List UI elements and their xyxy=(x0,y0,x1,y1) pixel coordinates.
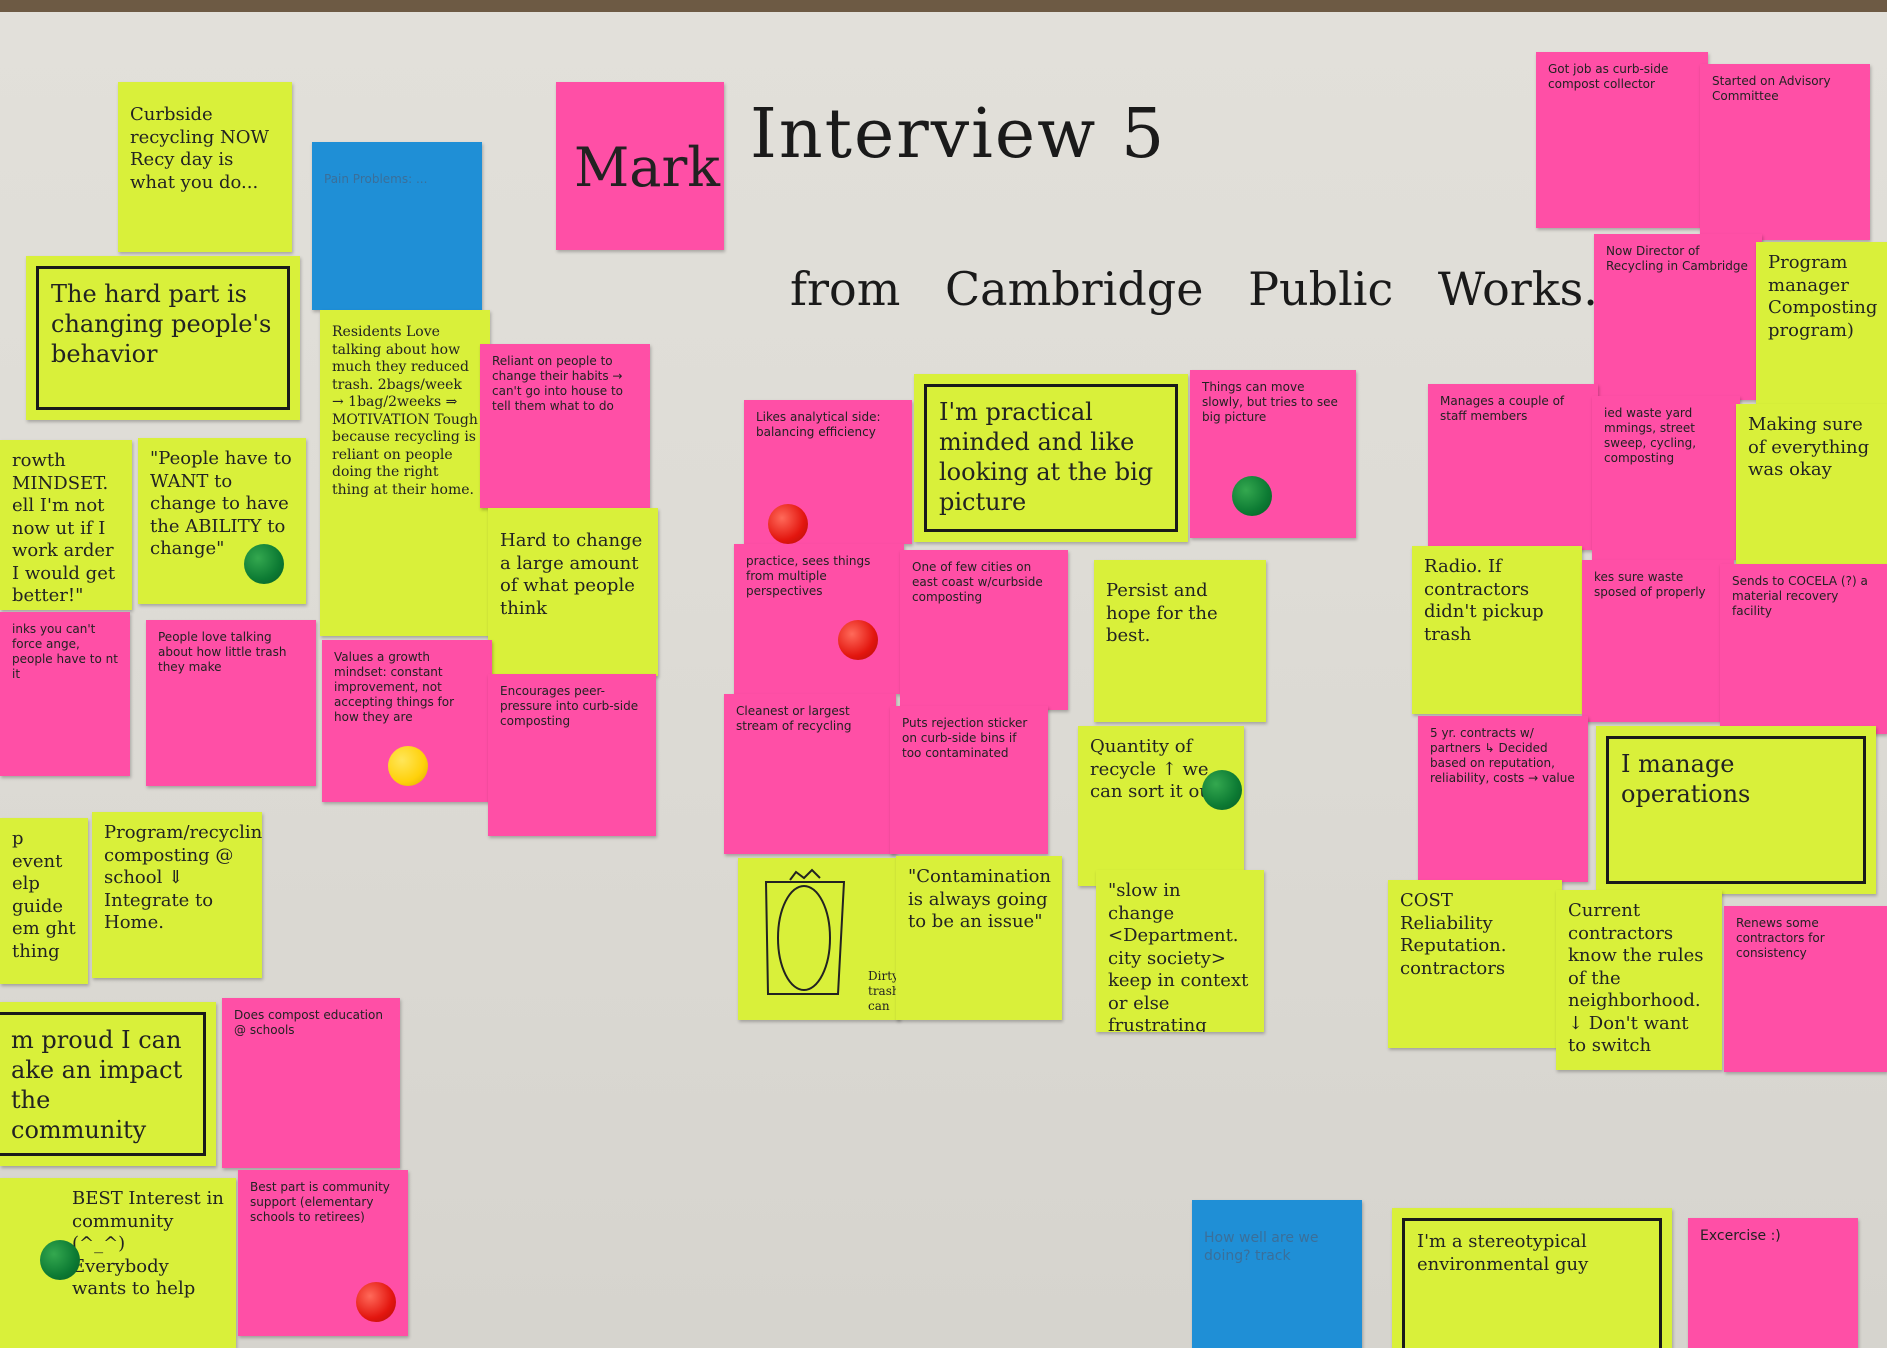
note-excercise: Excercise :) xyxy=(1688,1218,1858,1348)
name-note-text: Mark xyxy=(574,136,721,199)
note-values-growth-text: Values a growth mindset: constant improv… xyxy=(334,650,455,724)
red-dot xyxy=(768,504,808,544)
note-started-advisory: Started on Advisory Committee xyxy=(1700,64,1870,240)
note-practical-text: I'm practical minded and like looking at… xyxy=(924,384,1178,532)
note-values-growth: Values a growth mindset: constant improv… xyxy=(322,640,492,802)
note-practice-sees-text: practice, sees things from multiple pers… xyxy=(746,554,871,598)
note-encourages: Encourages peer-pressure into curb-side … xyxy=(488,674,656,836)
trash-can-drawing xyxy=(764,868,846,995)
note-contamination: "Contamination is always going to be an … xyxy=(896,856,1062,1020)
note-best-text: BEST Interest in community (^_^) Everybo… xyxy=(72,1188,224,1299)
note-likes-analytical: Likes analytical side: balancing efficie… xyxy=(744,400,912,544)
board-subtitle: from Cambridge Public Works... xyxy=(790,262,1628,316)
note-radio: Radio. If contractors didn't pickup tras… xyxy=(1412,546,1582,714)
note-hard-part: The hard part is changing people's behav… xyxy=(26,256,300,420)
note-persist: Persist and hope for the best. xyxy=(1094,560,1266,722)
note-people-love: People love talking about how little tra… xyxy=(146,620,316,786)
note-sends-cocela: Sends to COCELA (?) a material recovery … xyxy=(1720,564,1887,734)
note-hard-part-text: The hard part is changing people's behav… xyxy=(36,266,290,410)
note-best: BEST Interest in community (^_^) Everybo… xyxy=(0,1178,236,1348)
note-renews: Renews some contractors for consistency xyxy=(1724,906,1887,1072)
note-event: p event elp guide em ght thing xyxy=(0,818,88,984)
note-quantity: Quantity of recycle ↑ we can sort it out… xyxy=(1078,726,1244,886)
note-growth: rowth MINDSET. ell I'm not now ut if I w… xyxy=(0,440,132,610)
board-top-edge xyxy=(0,0,1887,12)
note-waste-disposed: kes sure waste sposed of properly xyxy=(1582,560,1734,722)
note-manage-ops-text: I manage operations xyxy=(1606,736,1866,884)
note-practical: I'm practical minded and like looking at… xyxy=(914,374,1188,542)
note-now-director: Now Director of Recycling in Cambridge xyxy=(1594,234,1762,400)
note-making-sure: Making sure of everything was okay xyxy=(1736,404,1887,568)
name-note: Mark xyxy=(556,82,724,250)
red-dot xyxy=(356,1282,396,1322)
yellow-dot xyxy=(388,746,428,786)
red-dot xyxy=(838,620,878,660)
green-dot xyxy=(1202,770,1242,810)
note-proud-text: m proud I can ake an impact the communit… xyxy=(0,1012,206,1156)
note-current-contractors: Current contractors know the rules of th… xyxy=(1556,890,1722,1070)
note-cost: COST Reliability Reputation. contractors xyxy=(1388,880,1562,1048)
note-yard-waste: ied waste yard mmings, street sweep, cyc… xyxy=(1592,396,1740,560)
note-curbside: Curbside recycling NOW Recy day is what … xyxy=(118,82,292,252)
note-best-part: Best part is community support (elementa… xyxy=(238,1170,408,1336)
note-blue-top: Pain Problems: ... xyxy=(312,142,482,310)
note-manages-staff: Manages a couple of staff members xyxy=(1428,384,1598,550)
note-puts-rejection: Puts rejection sticker on curb-side bins… xyxy=(890,706,1048,854)
note-compost-edu: Does compost education @ schools xyxy=(222,998,400,1168)
note-likes-analytical-text: Likes analytical side: balancing efficie… xyxy=(756,410,881,439)
note-stereotypical-text: I'm a stereotypical environmental guy xyxy=(1402,1218,1662,1348)
note-blue-bottom: How well are we doing? track xyxy=(1192,1200,1362,1348)
note-dirty-can: Dirty trash can xyxy=(738,858,900,1020)
board-title: Interview 5 xyxy=(750,95,1167,174)
note-quantity-text: Quantity of recycle ↑ we can sort it out… xyxy=(1090,736,1224,802)
note-hard-change: Hard to change a large amount of what pe… xyxy=(488,508,658,676)
note-reliant: Reliant on people to change their habits… xyxy=(480,344,650,508)
note-dirty-can-text: Dirty trash can xyxy=(868,969,900,1013)
note-best-part-text: Best part is community support (elementa… xyxy=(250,1180,390,1224)
note-stereotypical: I'm a stereotypical environmental guy xyxy=(1392,1208,1672,1348)
note-got-job: Got job as curb-side compost collector xyxy=(1536,52,1708,228)
note-practice-sees: practice, sees things from multiple pers… xyxy=(734,544,904,694)
note-people-have: "People have to WANT to change to have t… xyxy=(138,438,306,604)
green-dot xyxy=(1232,476,1272,516)
green-dot xyxy=(40,1240,80,1280)
note-program-manager: Program manager Composting program) xyxy=(1756,242,1887,410)
note-residents: Residents Love talking about how much th… xyxy=(320,310,490,636)
note-things-move: Things can move slowly, but tries to see… xyxy=(1190,370,1356,538)
note-cleanest: Cleanest or largest stream of recycling xyxy=(724,694,896,854)
note-five-yr: 5 yr. contracts w/ partners ↳ Decided ba… xyxy=(1418,716,1588,882)
note-manage-ops: I manage operations xyxy=(1596,726,1876,894)
note-things-move-text: Things can move slowly, but tries to see… xyxy=(1202,380,1338,424)
note-proud: m proud I can ake an impact the communit… xyxy=(0,1002,216,1166)
green-dot xyxy=(244,544,284,584)
note-slow-change: "slow in change <Department. city societ… xyxy=(1096,870,1264,1032)
note-people-have-text: "People have to WANT to change to have t… xyxy=(150,448,292,559)
note-program-recy: Program/recycling composting @ school ⇓ … xyxy=(92,812,262,978)
note-thinks-force: inks you can't force ange, people have t… xyxy=(0,612,130,776)
note-one-of-few: One of few cities on east coast w/curbsi… xyxy=(900,550,1068,710)
